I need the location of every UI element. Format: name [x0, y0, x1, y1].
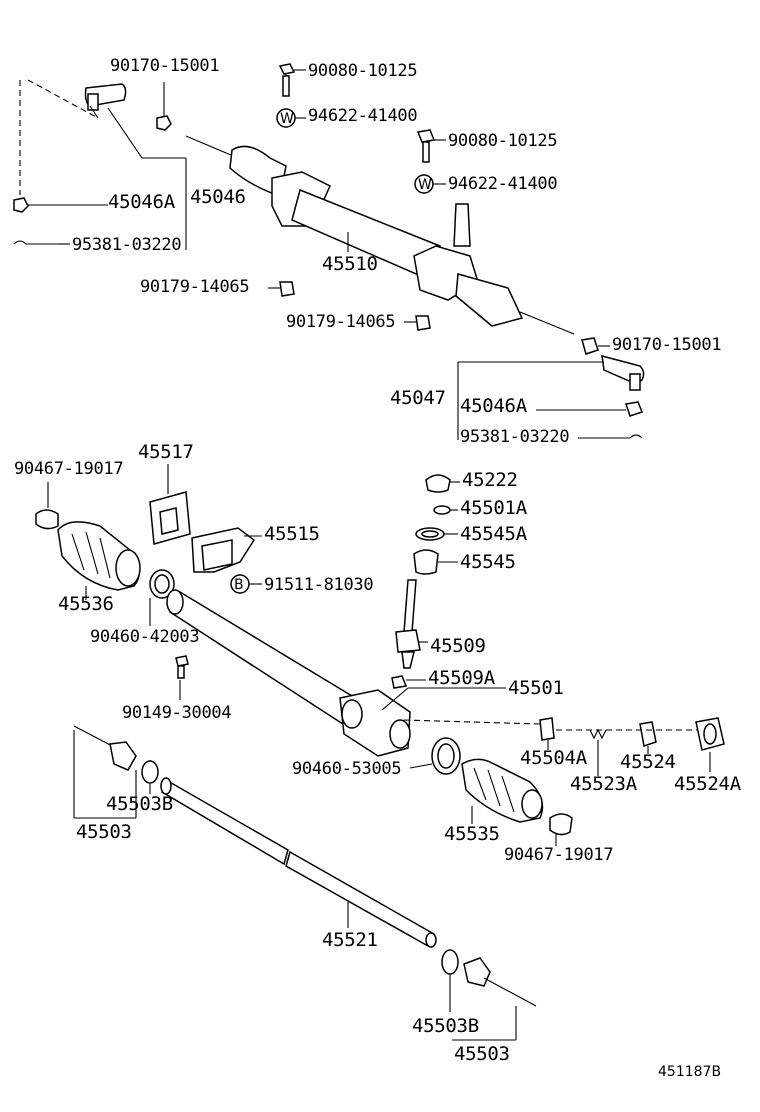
nut-90179-left — [279, 281, 295, 297]
housing-45501 — [339, 689, 411, 757]
cap-45222 — [425, 474, 451, 493]
washer-w-second: W — [414, 174, 434, 194]
boot-left-45536 — [57, 521, 141, 591]
cotter-pin-left — [13, 240, 58, 245]
label-45222: 45222 — [462, 469, 518, 491]
label-45503-right: 45503 — [454, 1043, 510, 1065]
svg-text:B: B — [234, 577, 244, 593]
nut-45046a-right — [625, 401, 643, 417]
label-nut-90179-left: 90179-14065 — [140, 277, 249, 297]
tie-rod-end-left-dashed-diagonal — [27, 79, 99, 119]
label-clamp-left: 90460-42003 — [90, 627, 199, 647]
label-45046a-left: 45046A — [108, 191, 176, 213]
lock-nut-45524a — [695, 717, 725, 751]
label-45503-left: 45503 — [76, 821, 132, 843]
bolt-90080-second — [416, 129, 436, 163]
boot-right-45535 — [461, 758, 544, 823]
tie-rod-right-45503 — [463, 957, 537, 1007]
leader-tie-rod-end-left — [107, 107, 143, 159]
label-clamp-right: 90460-53005 — [292, 759, 401, 779]
label-45046: 45046 — [190, 186, 246, 208]
label-45517: 45517 — [138, 441, 194, 463]
label-45545: 45545 — [460, 551, 516, 573]
leader-45501-v — [381, 687, 409, 711]
label-45536: 45536 — [58, 593, 114, 615]
tie-rod-end-left — [84, 83, 127, 119]
label-cotter-pin-left: 95381-03220 — [72, 235, 181, 255]
cotter-pin-right — [600, 434, 643, 439]
bracket-45515 — [191, 527, 256, 573]
clip-right — [549, 813, 573, 836]
leader-clamp-right — [409, 763, 433, 769]
label-clip-right: 90467-19017 — [504, 845, 613, 865]
nut-90170-left — [156, 115, 172, 131]
label-clip-left: 90467-19017 — [14, 459, 123, 479]
nut-45046a-left — [13, 197, 29, 213]
label-45504a: 45504A — [520, 747, 588, 769]
label-45515: 45515 — [264, 523, 320, 545]
label-45509: 45509 — [430, 635, 486, 657]
tie-rod-left-45503 — [73, 725, 137, 771]
label-bolt-90149: 90149-30004 — [122, 703, 231, 723]
bearing-45509a — [391, 675, 408, 689]
label-45545a: 45545A — [460, 523, 528, 545]
label-nut-90179-center: 90179-14065 — [286, 312, 395, 332]
clip-left — [35, 509, 59, 530]
washer-w-top: W — [276, 108, 296, 128]
spring-cap-45524 — [639, 721, 657, 747]
oil-seal-45545 — [413, 549, 439, 575]
rack-45521 — [160, 777, 437, 948]
bolt-b-91511: B — [230, 574, 250, 594]
label-45523a: 45523A — [570, 773, 638, 795]
label-bolt-second: 90080-10125 — [448, 131, 557, 151]
label-45521: 45521 — [322, 929, 378, 951]
tie-rod-end-right — [601, 354, 645, 391]
washer-45503b-left — [141, 760, 159, 784]
seal-45545a — [415, 527, 445, 541]
label-nut-90170-right: 90170-15001 — [612, 335, 721, 355]
label-bolt-top: 90080-10125 — [308, 61, 417, 81]
spring-seat-45501a — [433, 505, 451, 515]
label-45501: 45501 — [508, 677, 564, 699]
label-45046a-right: 45046A — [460, 395, 528, 417]
clamp-right-90460 — [431, 737, 461, 775]
label-cotter-pin-right: 95381-03220 — [460, 427, 569, 447]
label-45503b-right: 45503B — [412, 1015, 479, 1037]
washer-45503b-right — [441, 949, 459, 975]
bolt-90149 — [175, 655, 189, 679]
label-45501a: 45501A — [460, 497, 528, 519]
nut-90170-right — [581, 337, 599, 355]
label-washer-top: 94622-41400 — [308, 106, 417, 126]
label-45524a: 45524A — [674, 773, 742, 795]
label-45503b-left: 45503B — [106, 793, 173, 815]
label-washer-second: 94622-41400 — [448, 174, 557, 194]
pinion-45509 — [395, 579, 421, 669]
label-45524: 45524 — [620, 751, 676, 773]
label-45535: 45535 — [444, 823, 500, 845]
spring-45523a — [589, 728, 607, 740]
label-45047: 45047 — [390, 387, 446, 409]
nut-90179-center — [415, 315, 431, 331]
rack-guide-45504a — [539, 717, 555, 741]
bolt-90080-top — [278, 63, 296, 97]
svg-text:W: W — [280, 111, 294, 127]
label-bolt-b: 91511-81030 — [264, 575, 373, 595]
label-45509a: 45509A — [428, 667, 496, 689]
steering-gear-upper-body — [185, 135, 575, 335]
label-nut-90170-left: 90170-15001 — [110, 56, 219, 76]
svg-text:W: W — [418, 177, 432, 193]
label-45510: 45510 — [322, 253, 378, 275]
clamp-left-90460 — [149, 569, 175, 599]
bracket-45517 — [149, 491, 191, 545]
drawing-id: 451187B — [658, 1064, 721, 1080]
leader-45501-dashed — [403, 719, 541, 725]
